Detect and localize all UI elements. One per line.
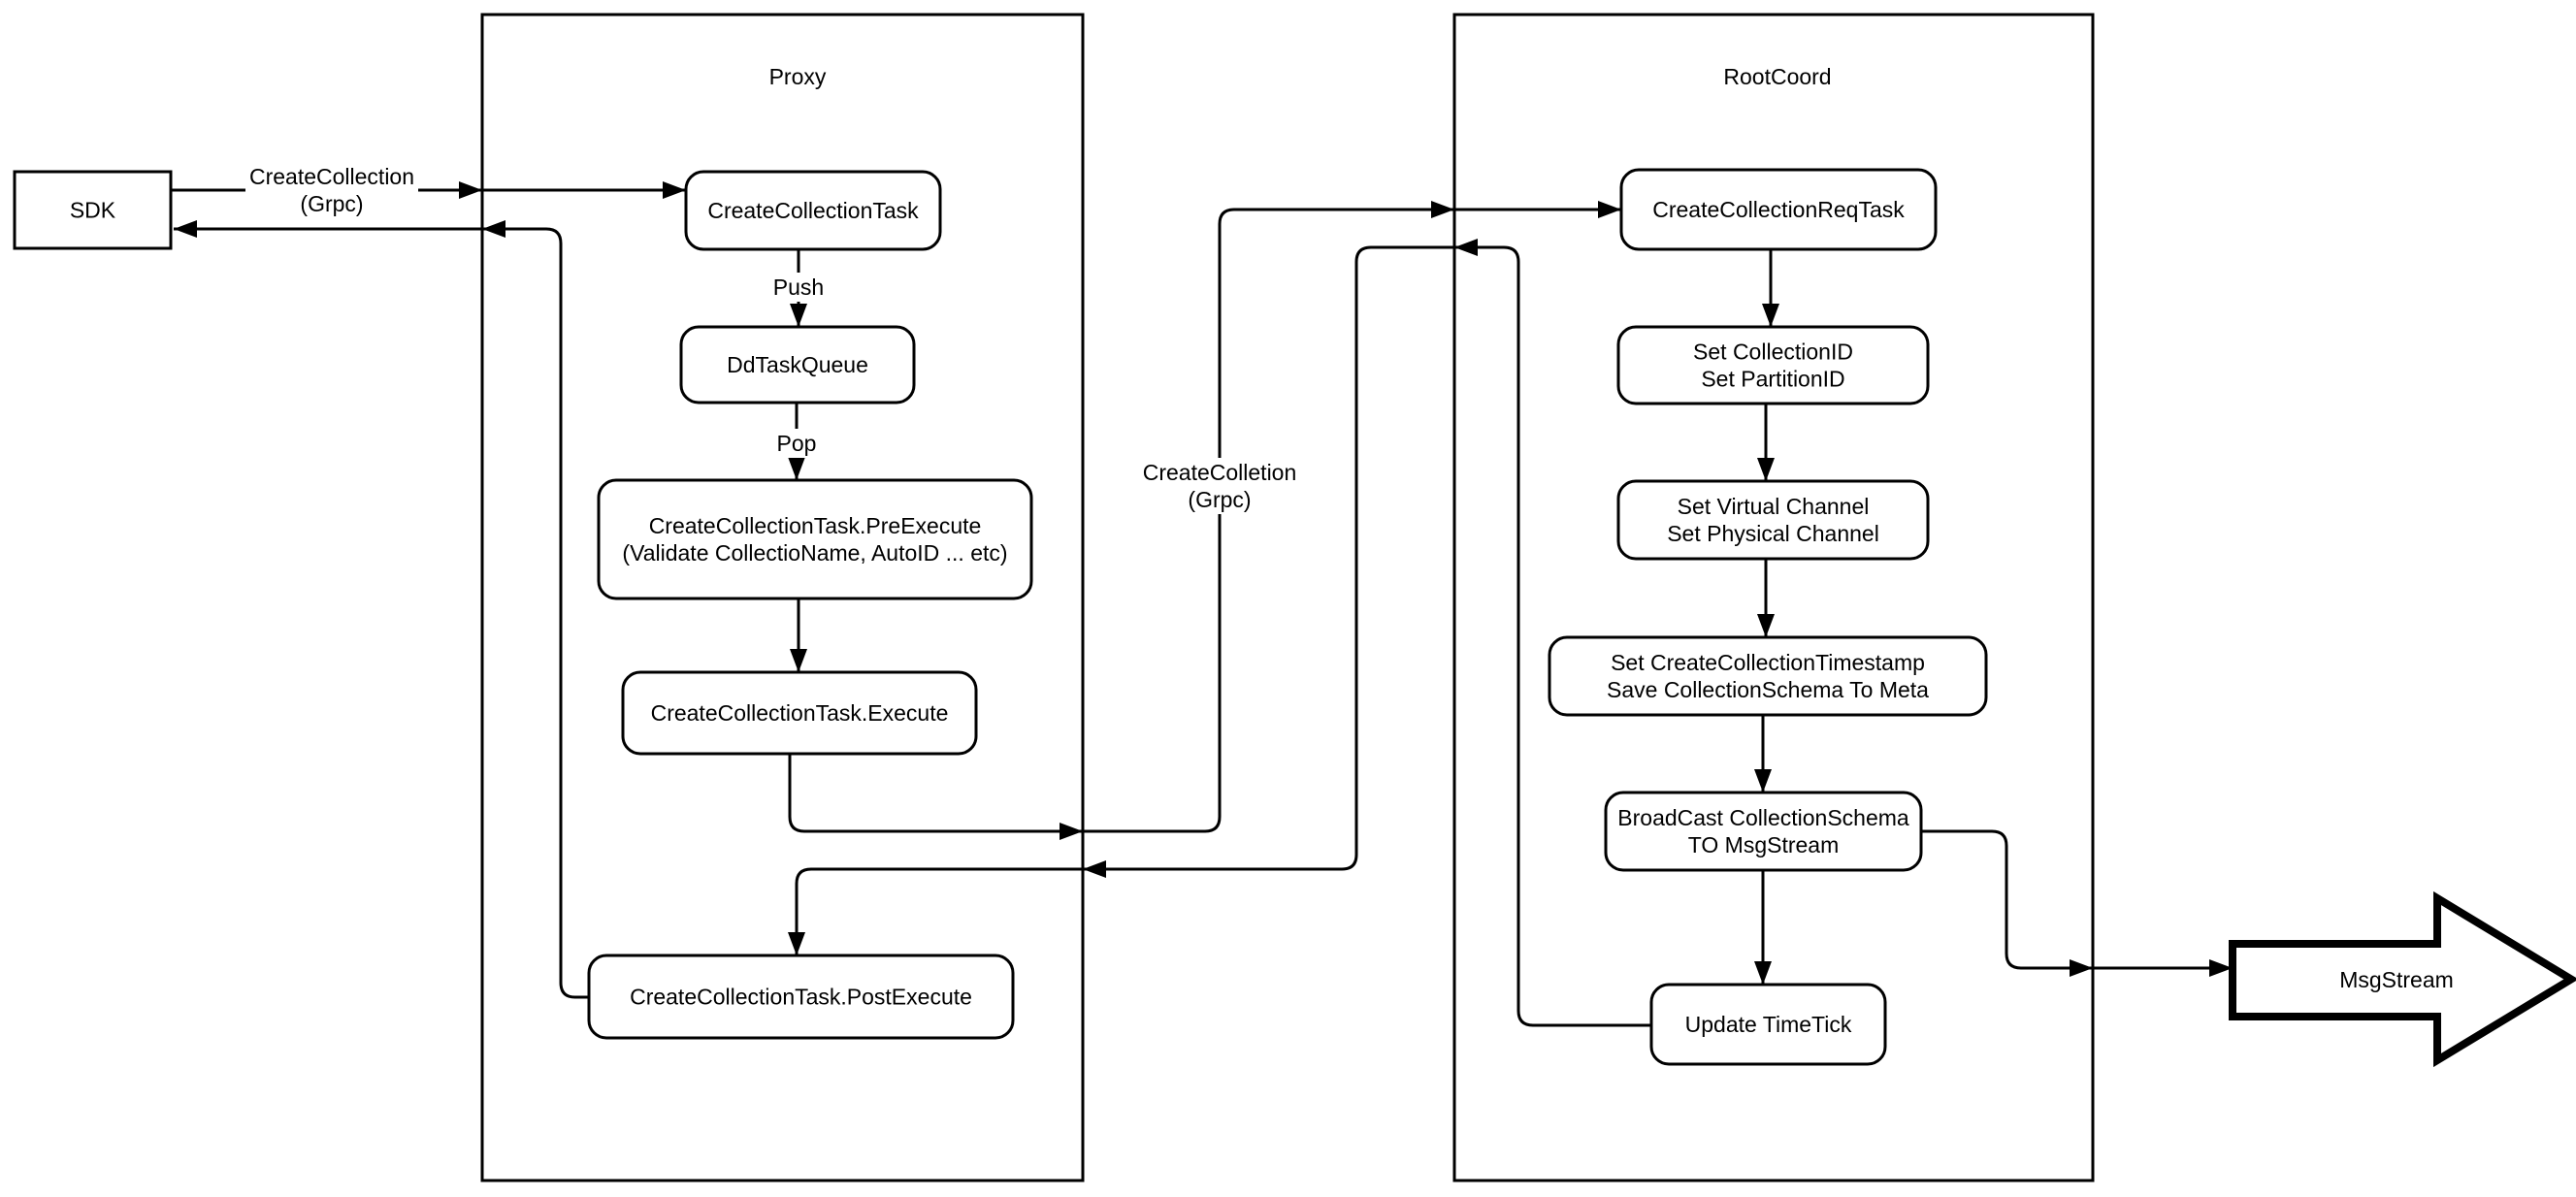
node-create-collection-task-pre-execute	[597, 478, 1033, 600]
arrowhead	[1754, 961, 1772, 985]
edge-label-grpc-internal-label: CreateColletion(Grpc)	[1138, 458, 1301, 514]
node-create-collection-task-execute	[621, 670, 978, 756]
node-label-update-timetick: Update TimeTick	[1685, 1012, 1852, 1037]
container-rootcoord	[1452, 13, 2095, 1182]
node-set-collection-id	[1616, 325, 1930, 405]
node-sdk	[13, 170, 173, 250]
node-update-timetick	[1649, 983, 1887, 1066]
container-proxy	[480, 13, 1085, 1182]
node-label-create-collection-task-execute: CreateCollectionTask.Execute	[651, 700, 949, 726]
arrowhead	[1454, 239, 1478, 256]
arrowhead	[790, 649, 807, 672]
node-dd-task-queue	[679, 325, 916, 404]
edge-label-text-grpc-internal-label: CreateColletion(Grpc)	[1143, 460, 1297, 512]
node-label-create-collection-task-post-execute: CreateCollectionTask.PostExecute	[630, 985, 972, 1010]
container-label-rootcoord: RootCoord	[1723, 64, 1831, 89]
arrowhead	[788, 457, 805, 480]
node-set-create-collection-timestamp	[1548, 635, 1988, 717]
arrowhead	[2209, 959, 2233, 977]
arrowhead	[788, 932, 805, 955]
arrowhead	[663, 181, 686, 199]
arrowhead	[1757, 614, 1775, 637]
node-broadcast-collection-schema	[1604, 791, 1923, 872]
edge-label-grpc-request-label: CreateCollection(Grpc)	[245, 162, 419, 218]
edge-label-bg	[772, 429, 821, 458]
arrowhead	[2070, 959, 2093, 977]
edge-broadcast-to-msgstream	[1921, 829, 2233, 970]
edge-updatetimetick-to-postexecute	[795, 245, 1651, 1027]
container-label-proxy: Proxy	[769, 64, 827, 89]
edge-label-bg	[1138, 458, 1301, 514]
edge-label-text-pop-label: Pop	[777, 431, 817, 456]
arrowhead	[459, 181, 482, 199]
node-label-create-collection-task: CreateCollectionTask	[707, 198, 919, 223]
arrowhead	[1757, 458, 1775, 481]
arrowhead	[1060, 823, 1083, 840]
arrowhead	[790, 304, 807, 327]
edge-execute-to-reqtask	[788, 208, 1621, 833]
node-label-dd-task-queue: DdTaskQueue	[727, 352, 868, 377]
node-label-create-collection-req-task: CreateCollectionReqTask	[1652, 197, 1905, 222]
node-create-collection-task-post-execute	[587, 954, 1015, 1040]
node-create-collection-task	[684, 170, 942, 251]
edge-label-push-label: Push	[768, 273, 829, 302]
edge-label-text-push-label: Push	[773, 275, 824, 300]
node-label-create-collection-task-pre-execute: CreateCollectionTask.PreExecute(Validate…	[622, 513, 1007, 566]
arrowhead	[1598, 201, 1621, 218]
edge-label-bg	[768, 273, 829, 302]
arrowhead	[482, 220, 505, 238]
edge-postexecute-to-sdk	[174, 227, 589, 999]
block-arrow-msgstream	[2229, 890, 2576, 1068]
arrowhead	[174, 220, 197, 238]
node-create-collection-req-task	[1619, 168, 1938, 251]
edge-label-text-grpc-request-label: CreateCollection(Grpc)	[249, 164, 414, 216]
node-label-sdk: SDK	[70, 198, 116, 223]
node-set-virtual-channel	[1616, 479, 1930, 561]
arrowhead	[1431, 201, 1454, 218]
arrowhead	[1762, 304, 1779, 327]
arrowhead	[1754, 769, 1772, 793]
edge-label-bg	[245, 162, 419, 218]
block-arrow-label-msgstream: MsgStream	[2339, 967, 2454, 992]
edge-label-pop-label: Pop	[772, 429, 821, 458]
arrowhead	[1083, 860, 1106, 878]
